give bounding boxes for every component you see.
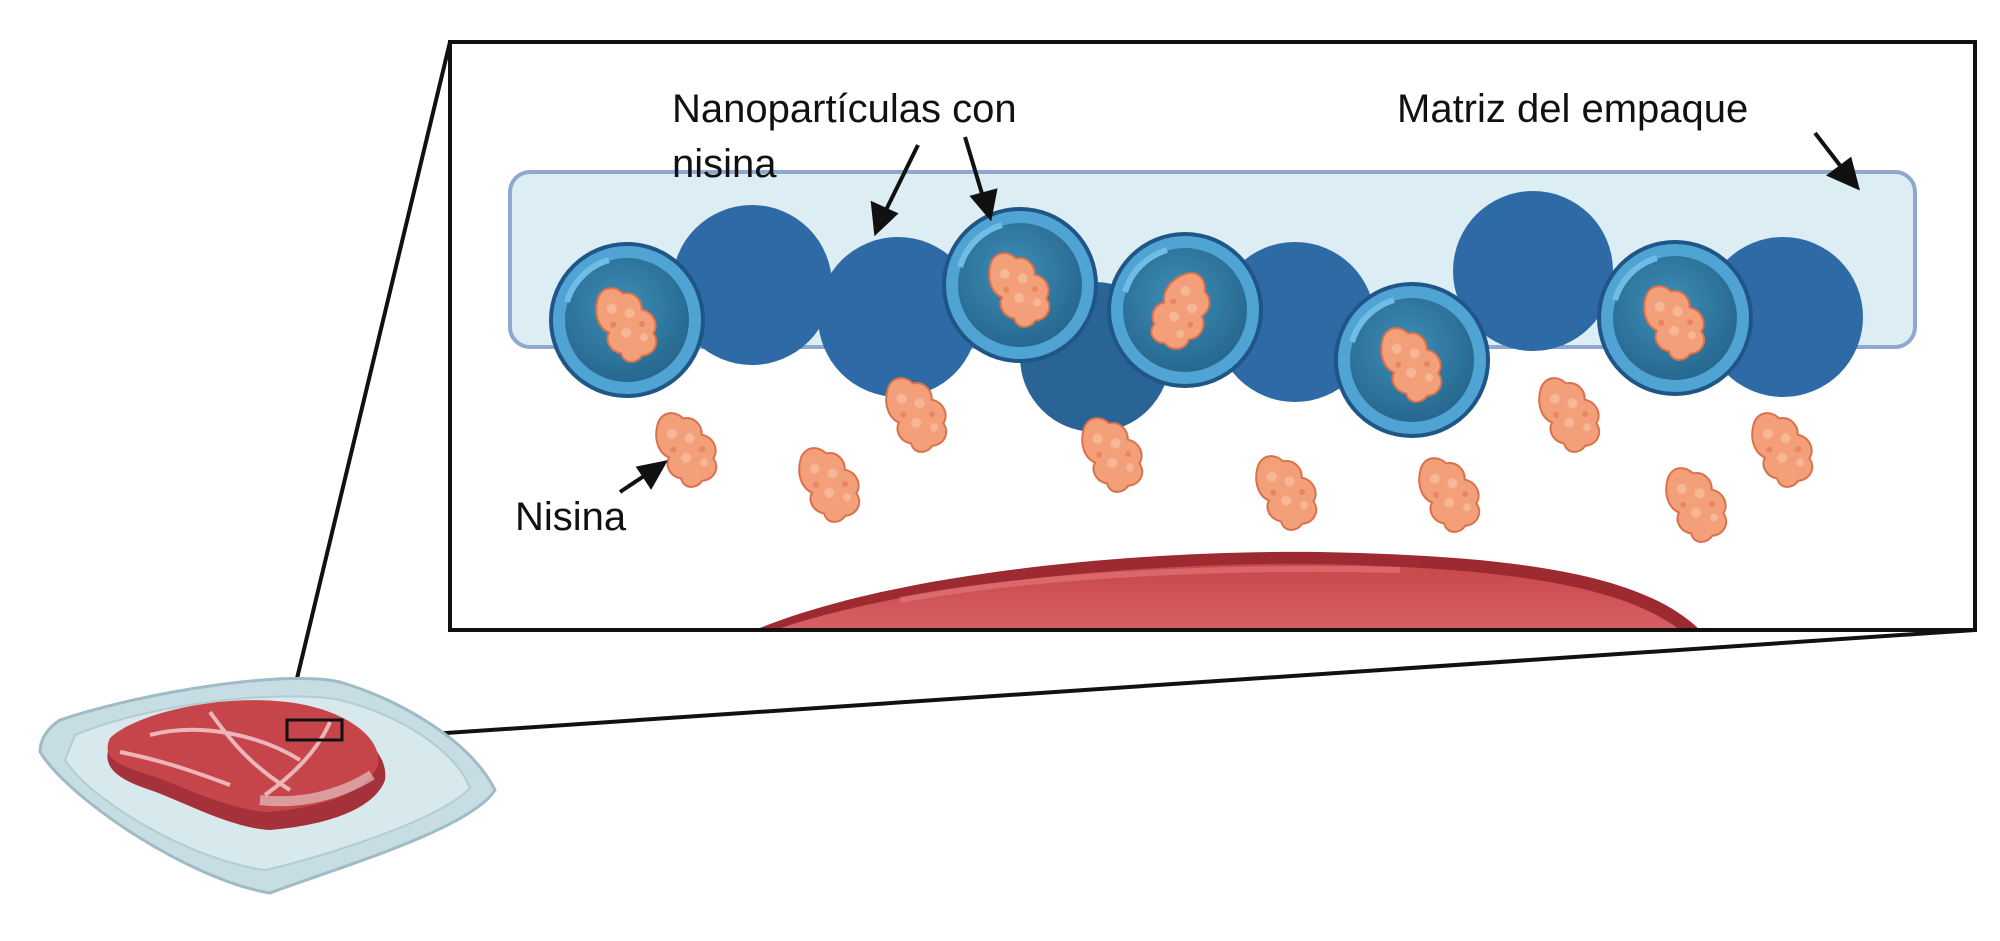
nanoparticles-label-line2: nisina	[672, 142, 777, 186]
nanoparticles-label-line1: Nanopartículas con	[672, 87, 1017, 131]
annotation-arrows	[618, 131, 1860, 494]
nanoparticle-icon	[672, 191, 1863, 432]
packaging-matrix-label: Matriz del empaque	[1397, 87, 1748, 131]
meat-surface	[755, 551, 1700, 630]
nisin-label: Nisina	[515, 495, 627, 539]
meat-tray-icon	[38, 677, 497, 895]
zoom-connector-lines	[285, 41, 1976, 742]
zoom-inset-panel: Nanopartículas con nisina Matriz del emp…	[448, 40, 1977, 632]
